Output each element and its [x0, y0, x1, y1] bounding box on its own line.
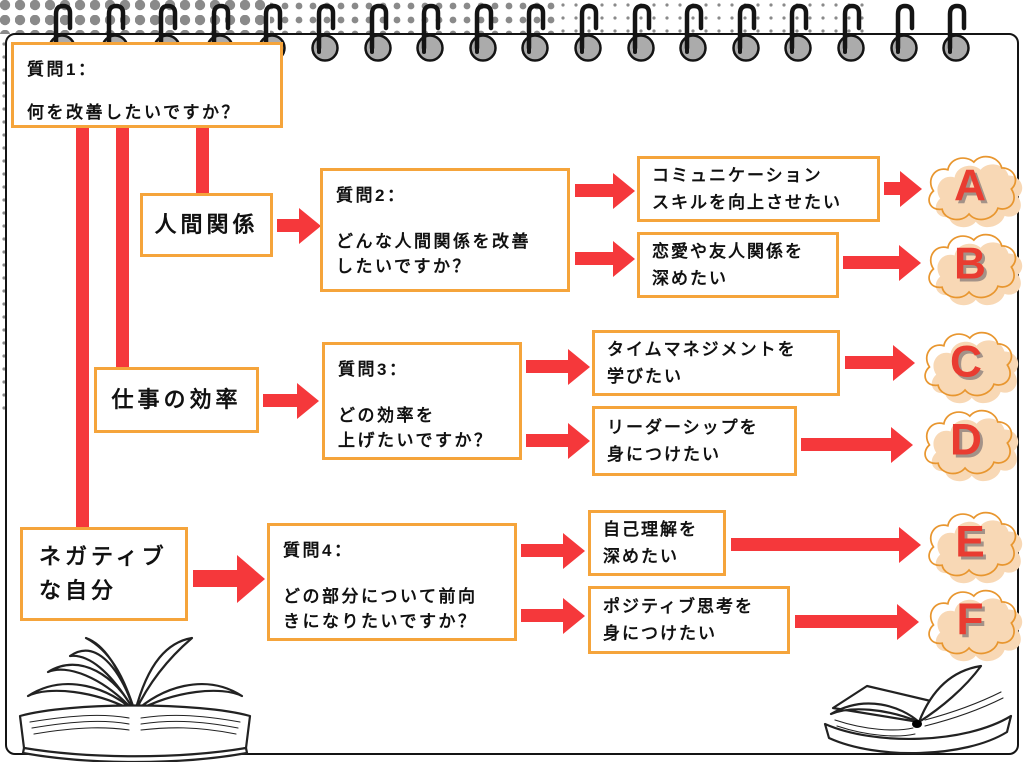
- question1-box: 質問1： 何を改善したいですか？: [11, 42, 283, 128]
- arrow-answer-b-to-badge-b: [843, 256, 899, 269]
- connector-q1-work-efficiency: [116, 128, 129, 368]
- category-negative-self: ネガティブ な自分: [20, 527, 188, 621]
- question1-text: 何を改善したいですか？: [27, 102, 241, 122]
- svg-text:E: E: [955, 518, 985, 567]
- answer-f-box: ポジティブ思考を 身につけたい: [588, 586, 790, 654]
- svg-text:B: B: [957, 242, 989, 291]
- question1-title: 質問1：: [27, 60, 98, 79]
- svg-text:B: B: [954, 240, 986, 289]
- arrow-q2-to-answer-b: [575, 252, 613, 265]
- badge-f: F F: [920, 584, 1023, 662]
- arrow-answer-c-to-badge-c: [845, 356, 893, 369]
- connector-q1-relationships: [196, 128, 209, 194]
- arrow-negative-self-to-q4: [193, 570, 237, 587]
- svg-text:D: D: [953, 418, 985, 467]
- arrow-q3-to-answer-d: [526, 434, 568, 447]
- svg-text:C: C: [953, 340, 985, 389]
- arrow-answer-e-to-badge-e: [731, 538, 899, 551]
- arrow-q4-to-answer-f: [521, 609, 563, 622]
- arrow-answer-d-to-badge-d: [801, 438, 891, 451]
- category-relationships: 人間関係: [140, 193, 273, 257]
- arrow-relationships-to-q2: [277, 219, 299, 232]
- badge-c: C C: [916, 326, 1019, 404]
- svg-text:F: F: [959, 598, 986, 647]
- arrow-work-efficiency-to-q3: [263, 394, 297, 407]
- answer-b-box: 恋愛や友人関係を 深めたい: [637, 232, 839, 298]
- question4-title: 質問4：: [283, 541, 354, 560]
- connector-q1-negative-self: [76, 128, 89, 527]
- badge-a: A A: [920, 150, 1023, 228]
- arrow-q3-to-answer-c: [526, 360, 568, 373]
- svg-text:F: F: [956, 596, 983, 645]
- question4-box: 質問4： どの部分について前向 きになりたいですか？: [267, 523, 517, 641]
- answer-c-box: タイムマネジメントを 学びたい: [592, 330, 840, 396]
- svg-text:D: D: [950, 416, 982, 465]
- svg-text:A: A: [954, 162, 986, 211]
- question2-title: 質問2：: [336, 186, 407, 205]
- question4-text: どの部分について前向 きになりたいですか？: [283, 586, 478, 632]
- question3-text: どの効率を 上げたいですか？: [338, 405, 494, 451]
- question3-box: 質問3： どの効率を 上げたいですか？: [322, 342, 522, 460]
- arrow-answer-a-to-badge-a: [884, 182, 900, 195]
- arrow-q4-to-answer-e: [521, 544, 563, 557]
- question2-box: 質問2： どんな人間関係を改善 したいですか？: [320, 168, 570, 292]
- answer-a-box: コミュニケーション スキルを向上させたい: [637, 156, 880, 222]
- arrow-answer-f-to-badge-f: [795, 615, 897, 628]
- badge-b: B B: [920, 228, 1023, 306]
- badge-d: D D: [916, 404, 1019, 482]
- svg-text:C: C: [950, 338, 982, 387]
- svg-text:A: A: [957, 164, 989, 213]
- answer-d-box: リーダーシップを 身につけたい: [592, 406, 797, 476]
- question3-title: 質問3：: [338, 360, 409, 379]
- answer-e-box: 自己理解を 深めたい: [588, 510, 726, 576]
- question2-text: どんな人間関係を改善 したいですか？: [336, 231, 531, 277]
- arrow-q2-to-answer-a: [575, 184, 613, 197]
- badge-e: E E: [920, 506, 1023, 584]
- svg-text:E: E: [958, 520, 988, 569]
- category-work-efficiency: 仕事の効率: [94, 367, 259, 433]
